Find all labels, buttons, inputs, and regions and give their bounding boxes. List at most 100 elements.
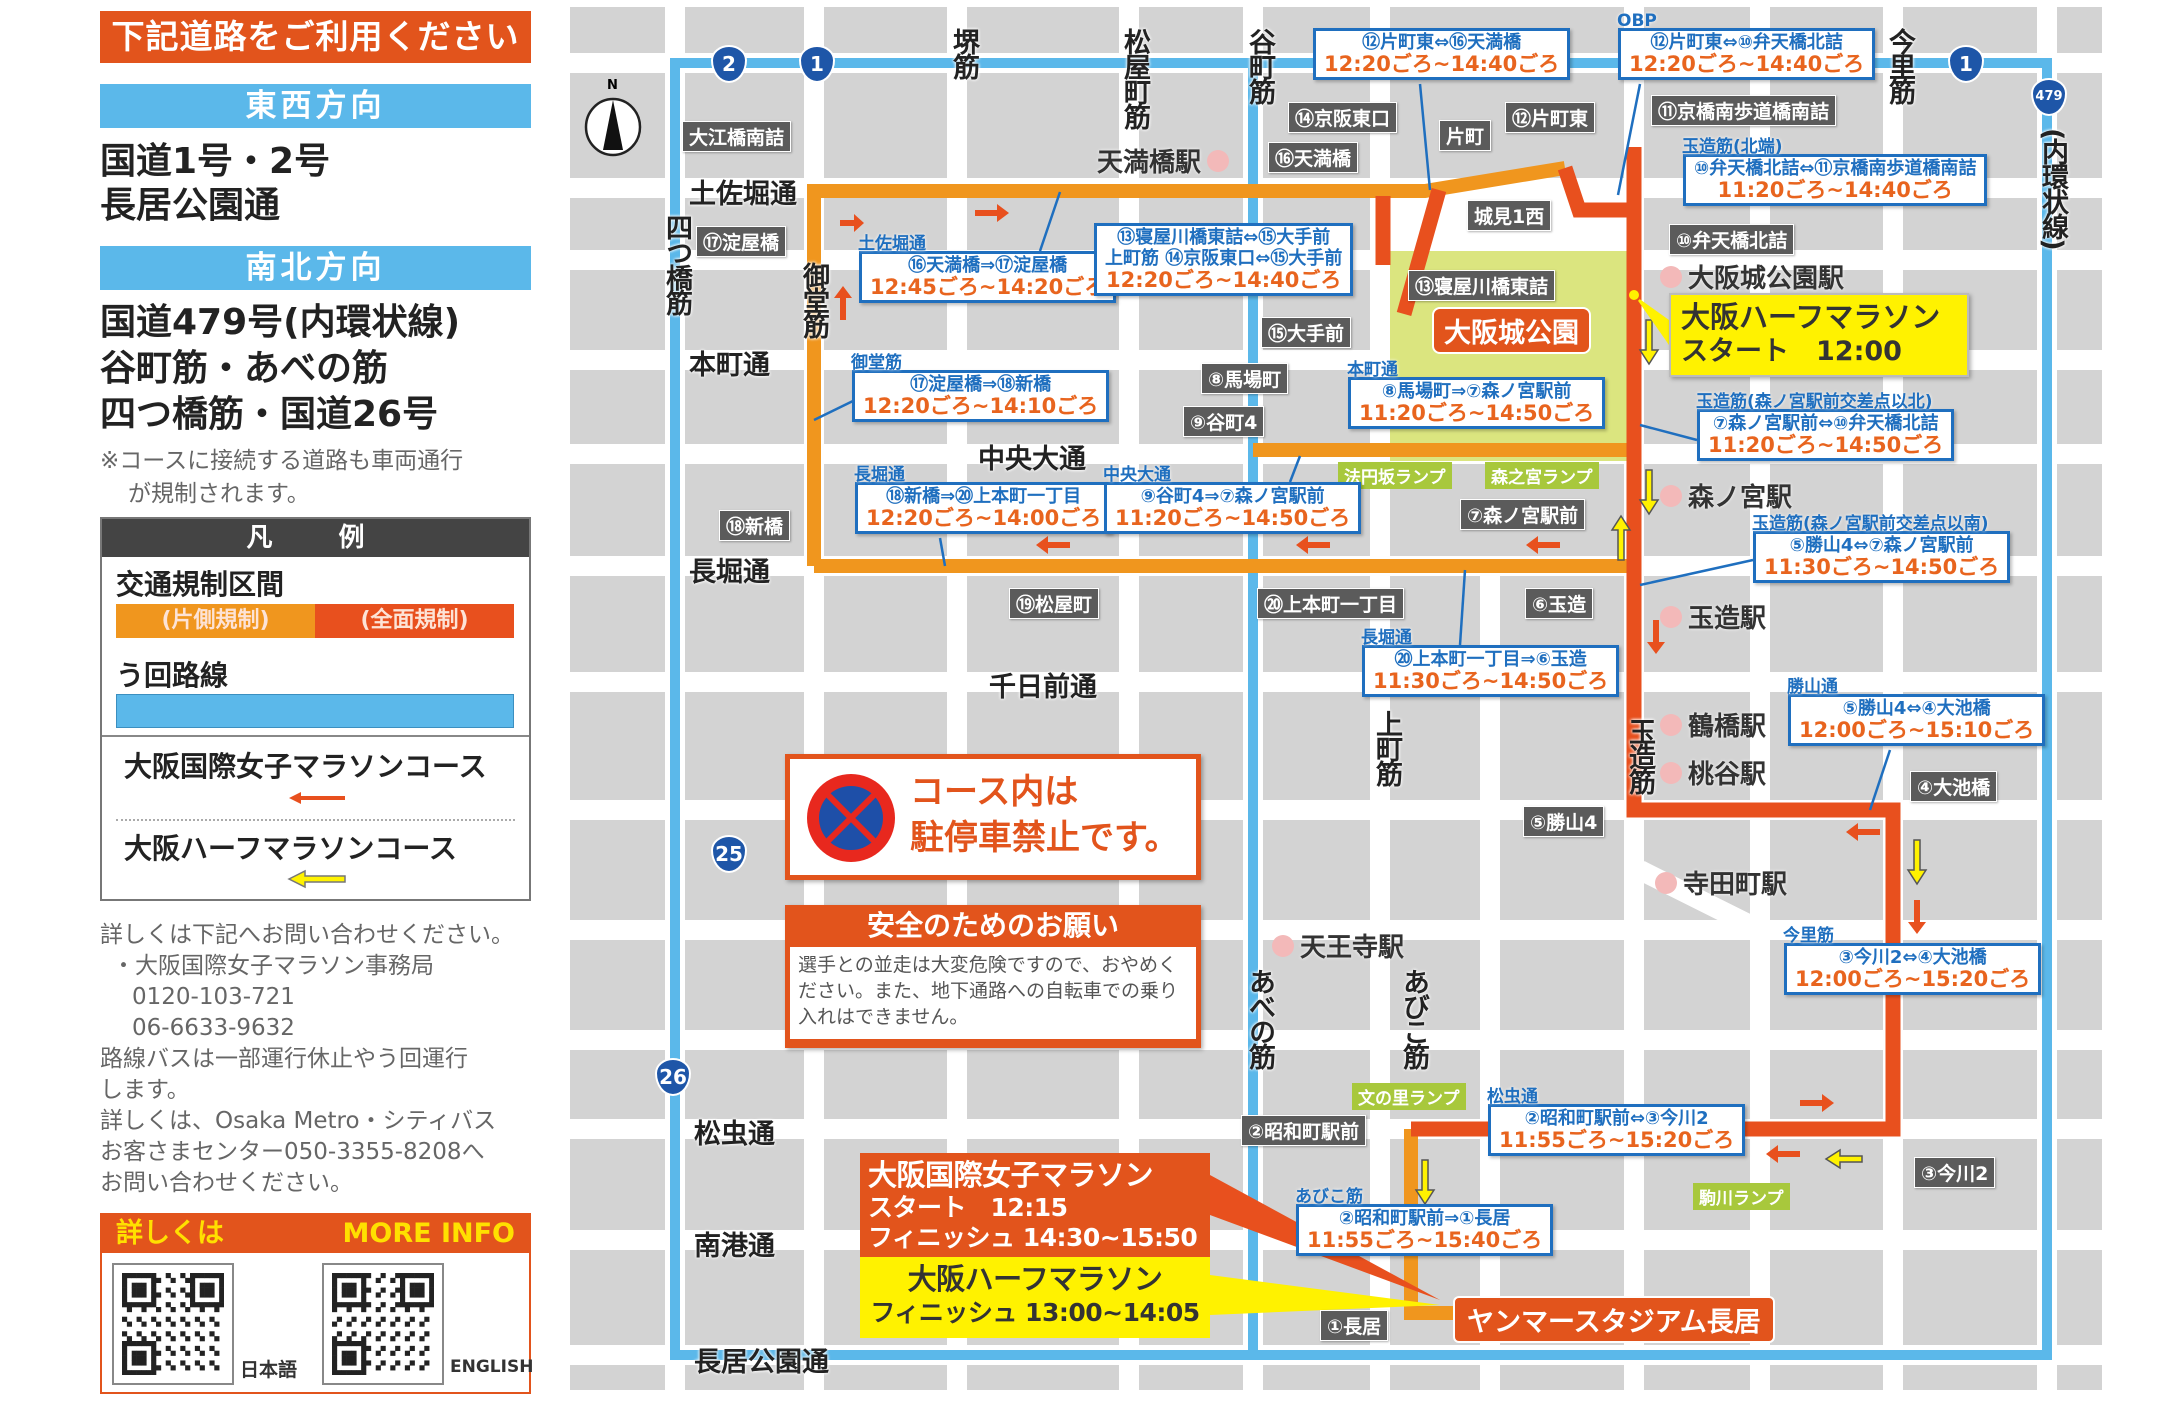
- callout-road-name: 今里筋: [1783, 926, 1834, 946]
- half-start-pointer: [1627, 288, 1669, 345]
- qr-pattern: [332, 1273, 435, 1376]
- callout-road-name: 玉造筋(森ノ宮駅前交差点以南): [1752, 514, 1989, 534]
- callout-section: ⑰淀屋橋⇒⑱新橋: [910, 374, 1052, 395]
- red-arrow-icon: [289, 792, 345, 804]
- yanmar-stadium-label: ヤンマースタジアム長居: [1453, 1296, 1775, 1343]
- qr-english-label: ENGLISH: [450, 1357, 534, 1377]
- phone-number[interactable]: 06-6633-9632: [132, 1015, 295, 1041]
- info-line: します。: [100, 1077, 190, 1103]
- qr-code-japanese[interactable]: [112, 1263, 234, 1385]
- callout-section: ⑩弁天橋北詰⇔⑪京橋南歩道橋南詰: [1694, 158, 1977, 179]
- intersection-label: ⑧馬場町: [1201, 363, 1289, 394]
- legend-full: (全面規制): [315, 604, 514, 638]
- legend-half-course: 大阪ハーフマラソンコース: [124, 832, 457, 865]
- more-info-box: 詳しくは MORE INFO 日本語 ENGLISH: [100, 1213, 534, 1394]
- callout-section: ③今川2⇔④大池橋: [1838, 947, 1987, 968]
- arrow-icon: [1036, 536, 1070, 554]
- qr-code-english[interactable]: [322, 1263, 444, 1385]
- half-finish-pointer: [1210, 1275, 1440, 1315]
- street-name-label: 土佐堀通: [689, 179, 797, 210]
- qr-japanese-label: 日本語: [240, 1359, 298, 1381]
- arrow-icon: [1824, 1148, 1863, 1170]
- street-name-label: 南港通: [694, 1231, 775, 1262]
- legend-women-course: 大阪国際女子マラソンコース: [124, 750, 487, 783]
- arrow-icon: [1638, 469, 1660, 516]
- callout-section: ⑤勝山4⇔⑦森ノ宮駅前: [1789, 535, 1974, 556]
- info-line: 詳しくは、Osaka Metro・シティバス: [100, 1108, 497, 1134]
- callout-road-name: 長堀通: [1361, 628, 1412, 648]
- info-line: お問い合わせください。: [100, 1170, 353, 1196]
- info-line: ・大阪国際女子マラソン事務局: [112, 953, 434, 979]
- arrow-icon: [1766, 1145, 1800, 1163]
- station-name: 天満橋駅: [1097, 148, 1202, 178]
- no-parking-line: 駐停車禁止です。: [910, 818, 1179, 858]
- note-line: が規制されます。: [128, 481, 310, 507]
- women-marathon-start: スタート 12:15: [868, 1193, 1068, 1222]
- half-marathon-title: 大阪ハーフマラソン: [907, 1262, 1163, 1296]
- intersection-label: ⑩弁天橋北詰: [1669, 224, 1795, 255]
- street-name-label: あべの筋: [1244, 968, 1275, 1068]
- station-dot-icon: [1660, 265, 1682, 288]
- north-south-road: 谷町筋・あべの筋: [100, 348, 389, 389]
- street-name-label: 本町通: [689, 350, 770, 381]
- safety-title: 安全のためのお願い: [866, 909, 1119, 942]
- callout-section: ⑱新橋⇒⑳上本町一丁目: [886, 486, 1082, 507]
- info-line: 詳しくは下記へお問い合わせください。: [100, 922, 514, 948]
- callout-time: 12:45ごろ~14:20ごろ: [870, 275, 1106, 299]
- north-south-road: 国道479号(内環状線): [100, 302, 461, 343]
- callout-road-name: 玉造筋(北端): [1682, 137, 1783, 157]
- more-info-jp: 詳しくは: [116, 1218, 224, 1249]
- callout-road-name: 土佐堀通: [858, 234, 926, 254]
- callout-time: 12:20ごろ~14:00ごろ: [866, 506, 1102, 530]
- intersection-label: ⑫片町東: [1505, 102, 1596, 133]
- callout-road-name: 中央大通: [1103, 465, 1171, 485]
- callout-time: 11:20ごろ~14:40ごろ: [1717, 178, 1953, 202]
- station-label: 大阪城公園駅: [1660, 258, 1844, 295]
- no-parking-notice: コース内は 駐停車禁止です。: [785, 754, 1201, 880]
- north-south-header: 南北方向: [100, 246, 531, 290]
- legend-detour-bar: [116, 694, 514, 728]
- street-name-label: 千日前通: [989, 672, 1097, 703]
- street-name-label: 御堂筋: [798, 262, 829, 337]
- street-name-label: 中央大通: [978, 444, 1086, 475]
- station-dot-icon: [1660, 761, 1682, 784]
- ramp-label: 森之宮ランプ: [1485, 462, 1599, 489]
- street-name-label: あびこ筋: [1398, 968, 1429, 1068]
- legend-partial: (片側規制): [116, 604, 315, 638]
- half-marathon-arrows: [1414, 319, 1928, 1206]
- legend-restriction-bar: (片側規制) (全面規制): [116, 604, 514, 638]
- station-name: 桃谷駅: [1688, 760, 1767, 790]
- intersection-label: ②昭和町駅前: [1241, 1115, 1367, 1146]
- station-dot-icon: [1655, 871, 1677, 894]
- street-name-label: 今里筋: [1884, 28, 1915, 103]
- callout-section: ⑤勝山4⇔④大池橋: [1842, 698, 1991, 719]
- legend-divider: [102, 735, 529, 737]
- callout-road-name: 本町通: [1347, 360, 1398, 380]
- callout-section: ⑫片町東⇔⑩弁天橋北詰: [1650, 32, 1843, 53]
- street-name-label: 松屋町筋: [1119, 28, 1150, 128]
- phone-number[interactable]: 0120-103-721: [132, 984, 295, 1010]
- legend: 凡 例 交通規制区間 (片側規制) (全面規制) う回路線 大阪国際女子マラソン…: [100, 517, 531, 901]
- station-label: 桃谷駅: [1660, 754, 1766, 791]
- intersection-label: ⑲松屋町: [1009, 588, 1100, 619]
- half-marathon-finish: フィニッシュ 13:00~14:05: [870, 1298, 1200, 1327]
- partial-restriction-route: [807, 161, 1634, 1320]
- safety-request-box: 安全のためのお願い 選手との並走は大変危険ですので、おやめください。また、地下通…: [785, 905, 1201, 1048]
- east-west-header: 東西方向: [100, 84, 531, 128]
- arrow-icon: [1296, 536, 1330, 554]
- arrow-icon: [1414, 1159, 1436, 1206]
- street-name-label: (内環状線): [2037, 128, 2068, 249]
- street-name-label: 玉造筋: [1624, 718, 1655, 793]
- arrow-icon: [1610, 514, 1632, 561]
- ramp-label: 駒川ランプ: [1693, 1183, 1790, 1210]
- yellow-arrow-icon: [287, 869, 346, 889]
- callout-time: 11:30ごろ~14:50ごろ: [1373, 669, 1609, 693]
- no-parking-icon: [807, 774, 895, 862]
- route-shield-2: 2: [711, 45, 747, 83]
- callout-section: ⑯天満橋⇒⑰淀屋橋: [908, 255, 1068, 276]
- use-following-roads-header: 下記道路をご利用ください: [100, 11, 531, 63]
